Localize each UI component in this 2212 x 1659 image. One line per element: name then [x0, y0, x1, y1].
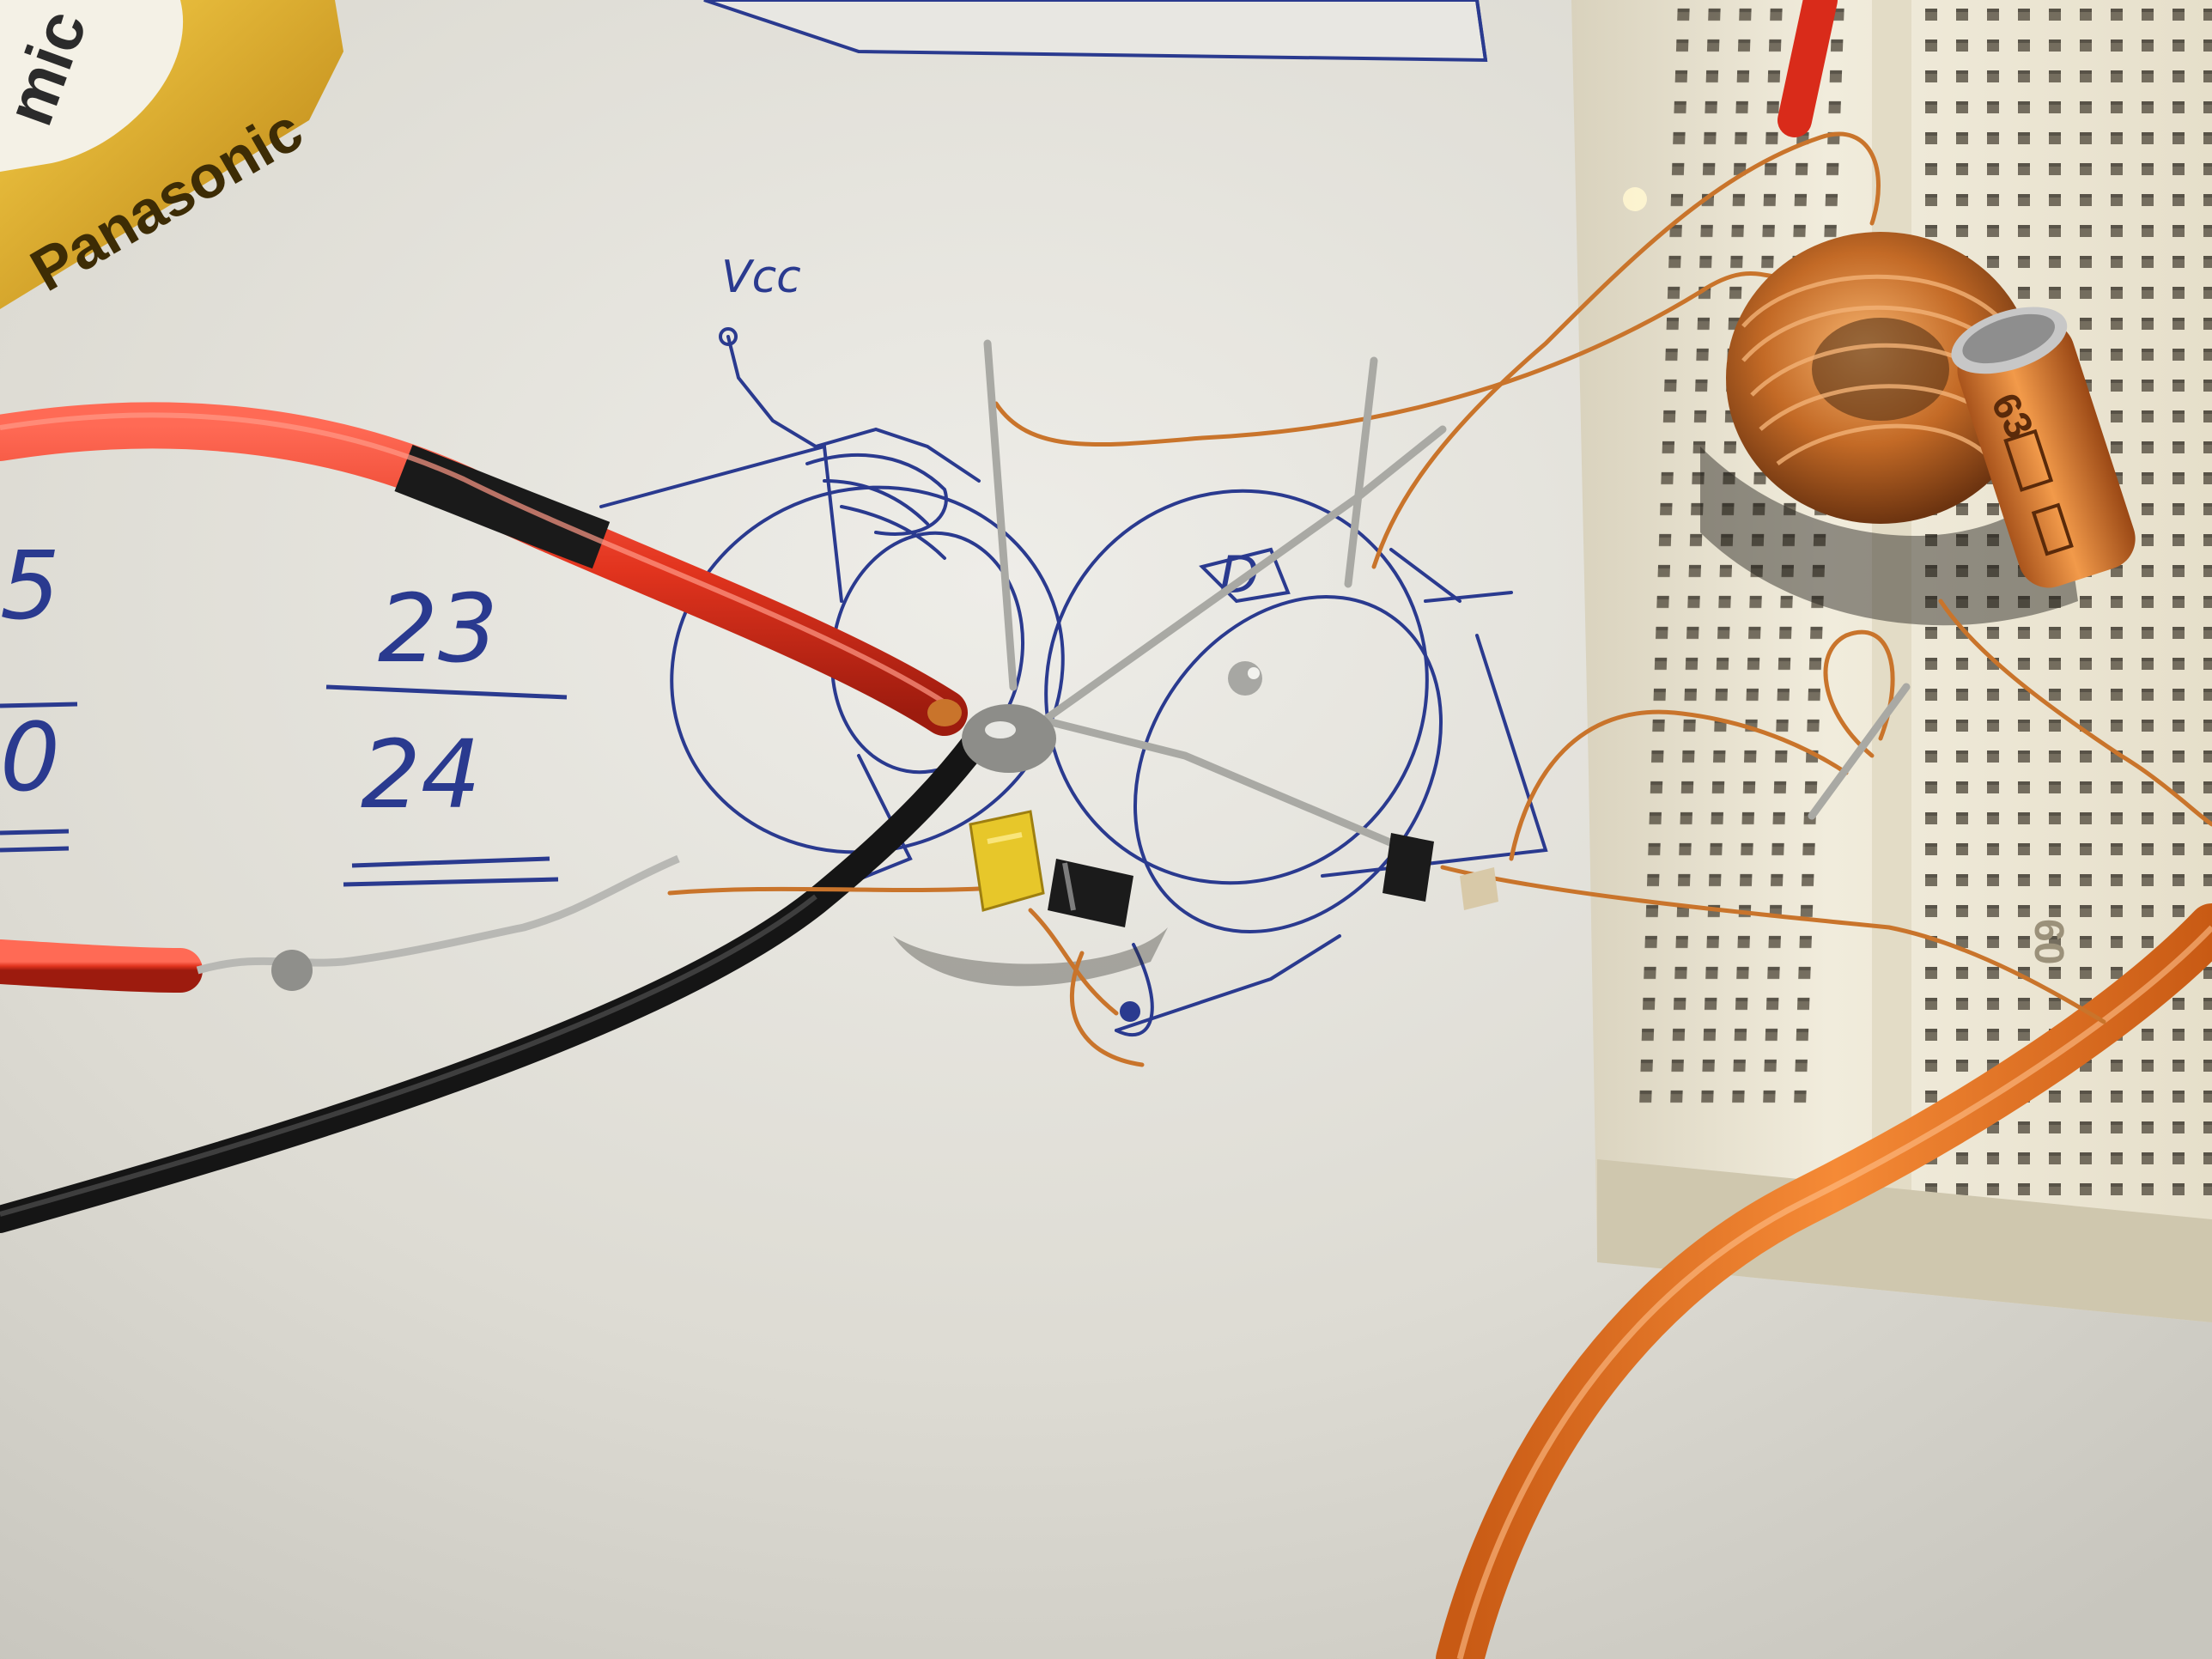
shadow-coil [1700, 447, 2078, 626]
black-diode [1048, 859, 1133, 927]
ink-left-0: 0 [0, 702, 60, 812]
electrolytic-capacitor: 63 [1951, 307, 2136, 588]
shadow-area [893, 927, 1168, 987]
yellow-capacitor [969, 810, 1045, 912]
solder-junction [927, 699, 1056, 773]
ink-left-5: 5 [0, 531, 60, 641]
light-glare [1623, 187, 1647, 211]
breadboard-row-number: 60 [2026, 919, 2071, 964]
red-wire-right [1778, 0, 1838, 137]
copper-wires [667, 131, 2212, 1067]
handwritten-numbers: 23 24 5 0 [0, 531, 568, 887]
ink-vcc-label: Vcc [721, 252, 801, 303]
black-wire [0, 725, 993, 1233]
ink-number-23: 23 [378, 574, 498, 684]
paper-fold-line [1475, 0, 1487, 61]
red-wire-bottom [0, 939, 203, 993]
small-component [1382, 833, 1498, 910]
toroid-coil [1726, 232, 2035, 524]
solder-leads [983, 339, 1911, 854]
ink-number-24: 24 [361, 720, 481, 830]
